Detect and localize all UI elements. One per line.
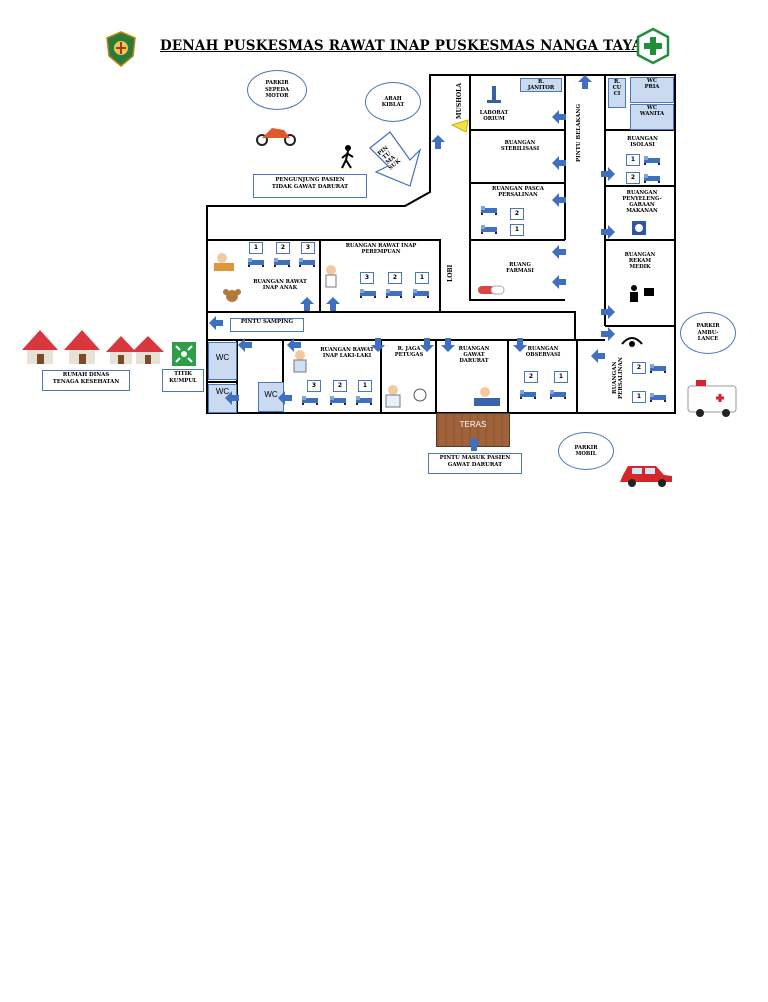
bed-number: 2 (276, 242, 290, 254)
bed-number: 1 (249, 242, 263, 254)
health-cross-icon (636, 27, 670, 65)
label-jaga-petugas: R. JAGA PETUGAS (394, 346, 424, 358)
bed-number: 1 (358, 380, 372, 392)
label-laboratorium: LABORAT ORIUM (479, 110, 509, 122)
bed-number: 2 (632, 362, 646, 374)
label-farmasi: RUANG FARMASI (506, 262, 534, 274)
house-icon (106, 336, 136, 364)
bubble-arah-kiblat: ARAH KIBLAT (365, 82, 421, 122)
label-r-janitor: R. JANITOR (520, 78, 562, 92)
callout-rumah-dinas: RUMAH DINAS TENAGA KESEHATAN (42, 370, 130, 391)
bed-number: 1 (626, 154, 640, 166)
assembly-point-icon (172, 342, 196, 366)
label-rawat-anak: RUANGAN RAWAT INAP ANAK (253, 279, 307, 291)
teddy-bear-icon (223, 289, 241, 302)
label-wc-wanita: WC WANITA (630, 104, 674, 130)
entrance-arrow (369, 131, 422, 187)
bed-number: 1 (554, 371, 568, 383)
computer-user-icon (630, 285, 654, 302)
label-r-cuci: R. CU CI (608, 78, 626, 108)
house-icon (64, 330, 100, 364)
bubble-parkir-ambulance: PARKIR AMBU- LANCE (680, 312, 736, 354)
dining-icon (632, 221, 646, 235)
house-icon (22, 330, 58, 364)
microscope-icon (487, 86, 501, 103)
label-gawat-darurat: RUANGAN GAWAT DARURAT (458, 346, 490, 364)
wc-2-label: WC (215, 387, 230, 396)
bed-number: 2 (388, 272, 402, 284)
label-sterilisasi: RUANGAN STERILISASI (500, 140, 540, 152)
bed-number: 2 (510, 208, 524, 220)
bed-number: 1 (415, 272, 429, 284)
bed-number: 1 (632, 391, 646, 403)
car-icon (620, 466, 672, 487)
bed-number: 2 (524, 371, 538, 383)
house-icon (132, 336, 164, 364)
wc-1-label: WC (215, 353, 230, 362)
callout-pintu-ugd: PINTU MASUK PASIEN GAWAT DARURAT (428, 453, 522, 474)
bed-number: 2 (626, 172, 640, 184)
bed-number: 2 (333, 380, 347, 392)
ambulance-icon (687, 380, 737, 417)
bubble-parkir-motor-text: PARKIR SEPEDA MOTOR (264, 80, 290, 100)
label-pasca-persalinan: RUANGAN PASCA PERSALINAN (492, 186, 544, 198)
wc-3-label: WC (264, 390, 278, 399)
bed-number: 3 (360, 272, 374, 284)
bubble-arah-kiblat-text: ARAH KIBLAT (381, 95, 405, 109)
label-isolasi: RUANGAN ISOLASI (627, 136, 658, 148)
bed-number: 1 (510, 224, 524, 236)
nurse-figure-icon (325, 265, 337, 288)
kiblat-arrow-icon (450, 119, 469, 133)
label-penyelenggaraan-makanan: RUANGAN PENYELENG- GARAAN MAKANAN (622, 190, 662, 214)
walking-person-icon (341, 145, 354, 169)
page-title: DENAH PUSKESMAS RAWAT INAP PUSKESMAS NAN… (160, 38, 653, 54)
motorcycle-icon (256, 128, 296, 146)
hospital-logo-icon (106, 31, 136, 67)
bubble-parkir-mobil-text: PARKIR MOBIL (574, 444, 598, 458)
label-rekam-medik: RUANGAN REKAM MEDIK (624, 252, 656, 270)
officer-figure-icon (385, 385, 427, 408)
doctor-figure-icon (293, 350, 307, 373)
bed-number: 3 (307, 380, 321, 392)
label-observasi: RUANGAN OBSERVASI (525, 346, 561, 358)
patient-figure-icon (214, 253, 234, 271)
bed-number: 3 (301, 242, 315, 254)
bubble-parkir-motor: PARKIR SEPEDA MOTOR (247, 70, 307, 110)
bubble-parkir-mobil: PARKIR MOBIL (558, 432, 614, 470)
bubble-parkir-ambulance-text: PARKIR AMBU- LANCE (696, 323, 720, 343)
midwife-icon (621, 337, 643, 347)
teras-label: TERAS (459, 420, 487, 429)
pill-icon (478, 285, 505, 295)
emergency-figure-icon (474, 387, 500, 406)
callout-titik-kumpul: TITIK KUMPUL (162, 369, 204, 392)
callout-pengunjung: PENGUNJUNG PASIEN TIDAK GAWAT DARURAT (253, 174, 367, 198)
callout-pintu-samping: PINTU SAMPING (230, 318, 304, 332)
wc-1: WC (208, 342, 237, 380)
label-wc-pria: WC PRIA (630, 77, 674, 103)
label-rawat-laki: RUANGAN RAWAT INAP LAKI-LAKI (320, 347, 374, 359)
label-rawat-perempuan: RUANGAN RAWAT INAP PEREMPUAN (345, 243, 417, 255)
